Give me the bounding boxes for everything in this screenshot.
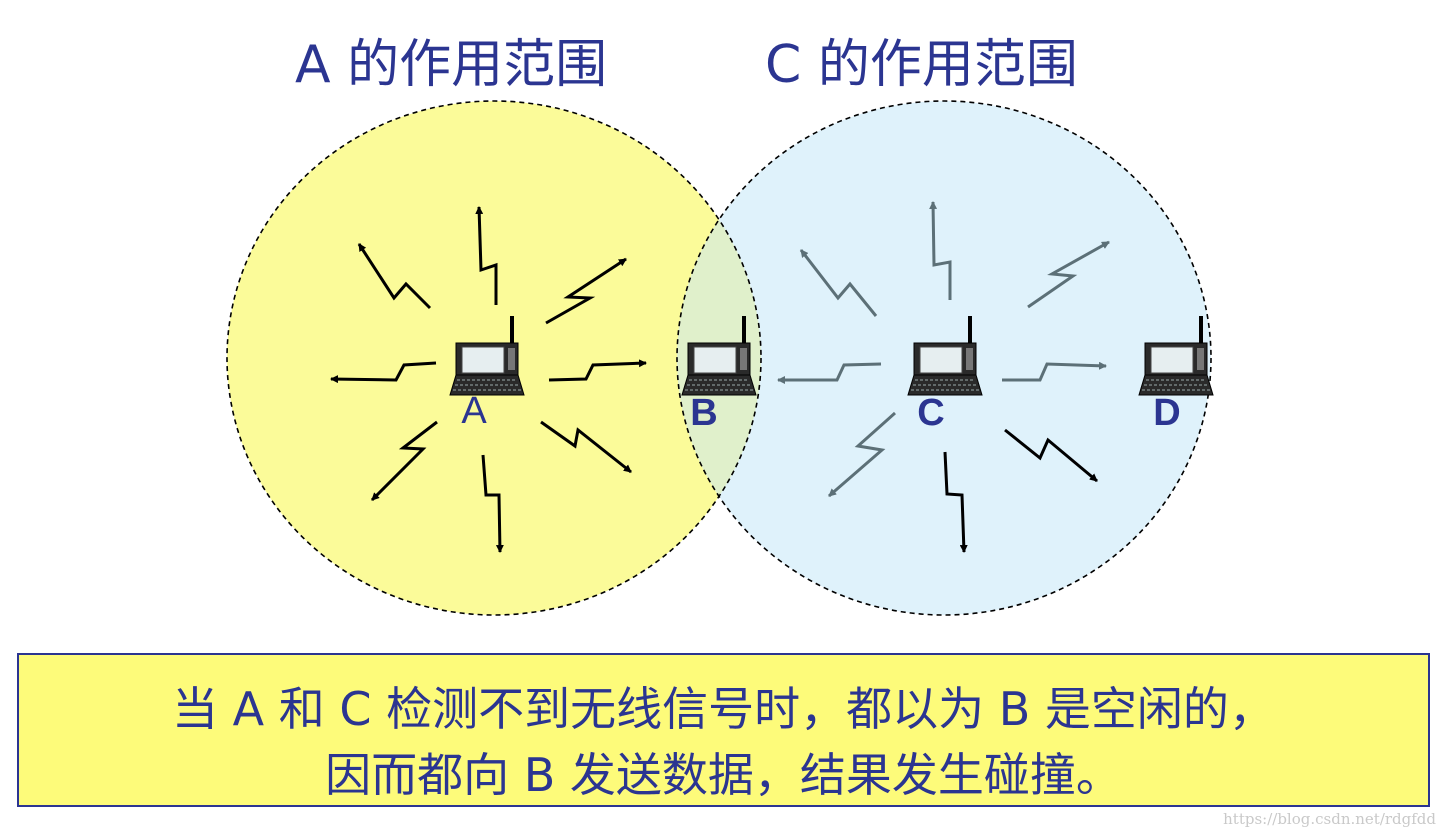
signal-arrow — [370, 420, 438, 502]
c-range-title: C 的作用范围 — [765, 35, 1078, 95]
caption-box: 当 A 和 C 检测不到无线信号时，都以为 B 是空闲的， 因而都向 B 发送数… — [17, 653, 1430, 807]
node-label-c: C — [917, 392, 944, 434]
signal-arrow — [943, 451, 968, 553]
signal-arrow — [1004, 428, 1098, 483]
signal-arrow — [330, 361, 437, 384]
signal-arrow — [1002, 361, 1107, 382]
signal-arrow — [828, 411, 896, 498]
node-label-a: A — [461, 390, 487, 432]
caption-line-2: 因而都向 B 发送数据，结果发生碰撞。 — [325, 748, 1122, 802]
a-range-title: A 的作用范围 — [295, 35, 608, 95]
caption-line-1: 当 A 和 C 检测不到无线信号时，都以为 B 是空闲的， — [172, 682, 1275, 736]
signal-arrow — [548, 359, 647, 382]
node-label-b: B — [690, 392, 717, 434]
signal-arrow — [545, 257, 627, 325]
signal-arrow — [481, 454, 504, 553]
watermark: https://blog.csdn.net/rdgfdd — [1223, 810, 1436, 828]
signal-arrow — [357, 243, 432, 310]
signal-arrow — [777, 362, 882, 384]
signal-arrow — [799, 249, 878, 317]
node-label-d: D — [1153, 392, 1180, 434]
signal-arrow — [929, 201, 952, 300]
signal-arrow — [475, 206, 498, 305]
signal-arrow — [540, 420, 632, 474]
signal-arrow — [1027, 240, 1110, 309]
